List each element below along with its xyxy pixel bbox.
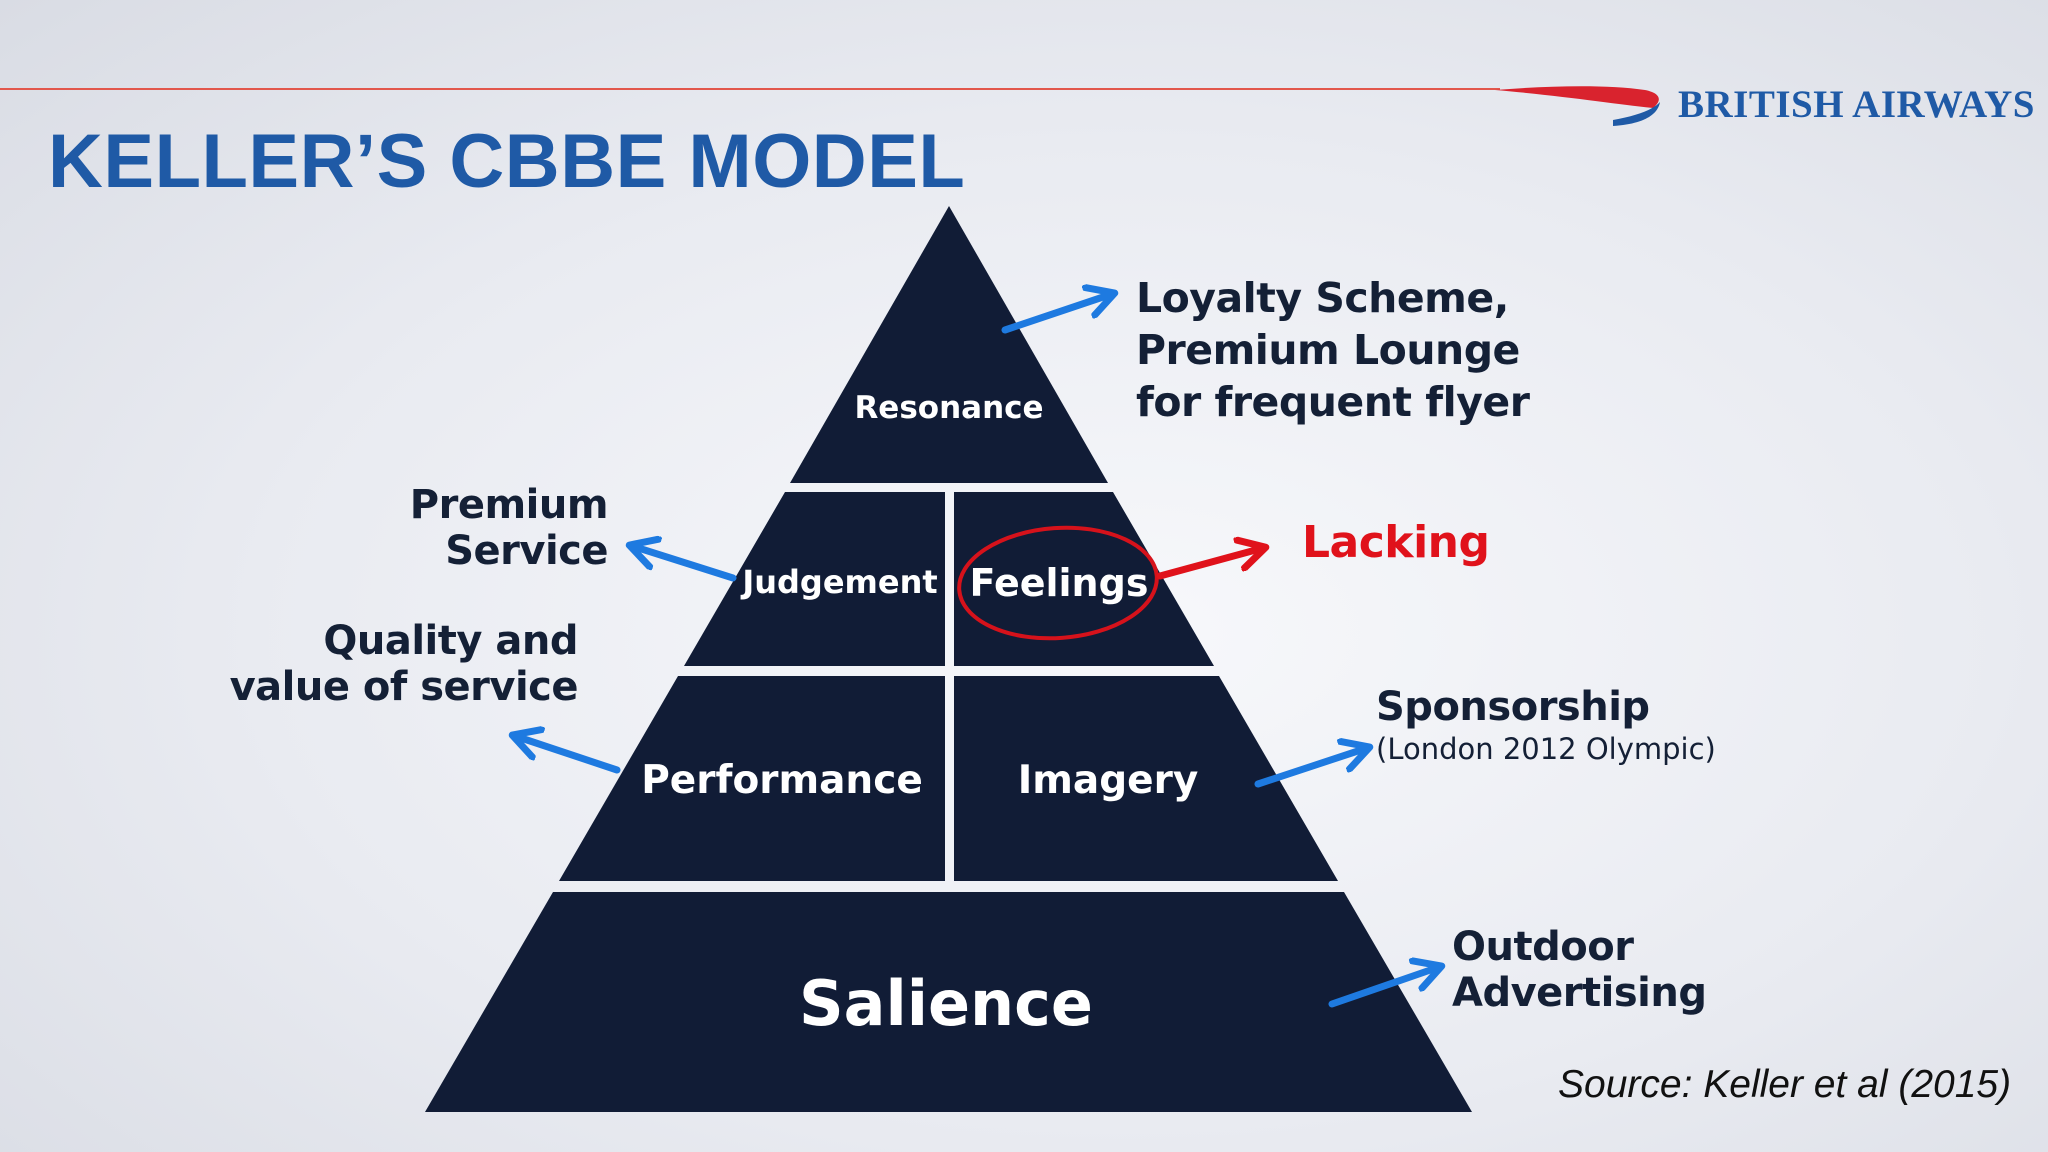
annotation-line: Premium [409, 482, 609, 528]
annotation-line: Outdoor [1452, 924, 1634, 970]
performance-arrow-icon [515, 736, 621, 774]
annotation-line: Loyalty Scheme, [1136, 274, 1509, 322]
annotation-subline: (London 2012 Olympic) [1376, 732, 1716, 766]
annotation-line: Premium Lounge [1136, 326, 1520, 374]
judgement-block [684, 492, 945, 666]
resonance-arrow-icon [1001, 294, 1112, 334]
annotation-line: Sponsorship [1376, 684, 1650, 730]
performance-block [559, 676, 945, 881]
salience-annotation: Outdoor Advertising [1452, 924, 1707, 1016]
resonance-annotation: Loyalty Scheme, Premium Lounge for frequ… [1136, 272, 1530, 428]
imagery-arrow-icon [1254, 748, 1367, 788]
annotation-line: Quality and [323, 618, 578, 664]
annotation-line: for frequent flyer [1136, 378, 1530, 426]
salience-block [425, 892, 1472, 1112]
performance-label: Performance [641, 758, 923, 803]
feelings-annotation: Lacking [1302, 517, 1490, 568]
brand-name: BRITISH AIRWAYS [1678, 83, 2035, 126]
judgement-arrow-icon [632, 546, 737, 582]
imagery-label: Imagery [1018, 758, 1199, 803]
annotation-line: Service [445, 528, 608, 574]
resonance-block [790, 206, 1108, 483]
page-title: KELLER’S CBBE MODEL [48, 119, 966, 204]
judgement-label: Judgement [740, 563, 937, 601]
feelings-arrow-icon [1156, 548, 1263, 580]
performance-annotation: Quality and value of service [229, 618, 579, 710]
salience-arrow-icon [1328, 967, 1439, 1008]
annotation-line: Advertising [1452, 970, 1707, 1016]
header-rule [0, 88, 1500, 90]
resonance-label: Resonance [854, 390, 1043, 426]
british-airways-logo-icon [1495, 86, 1660, 126]
judgement-annotation: Premium Service [409, 482, 609, 574]
annotation-line: value of service [229, 664, 579, 710]
salience-label: Salience [799, 967, 1093, 1040]
feelings-label: Feelings [970, 561, 1149, 605]
source-citation: Source: Keller et al (2015) [1558, 1063, 2012, 1106]
imagery-block [954, 676, 1338, 881]
imagery-annotation: Sponsorship (London 2012 Olympic) [1376, 684, 1716, 772]
